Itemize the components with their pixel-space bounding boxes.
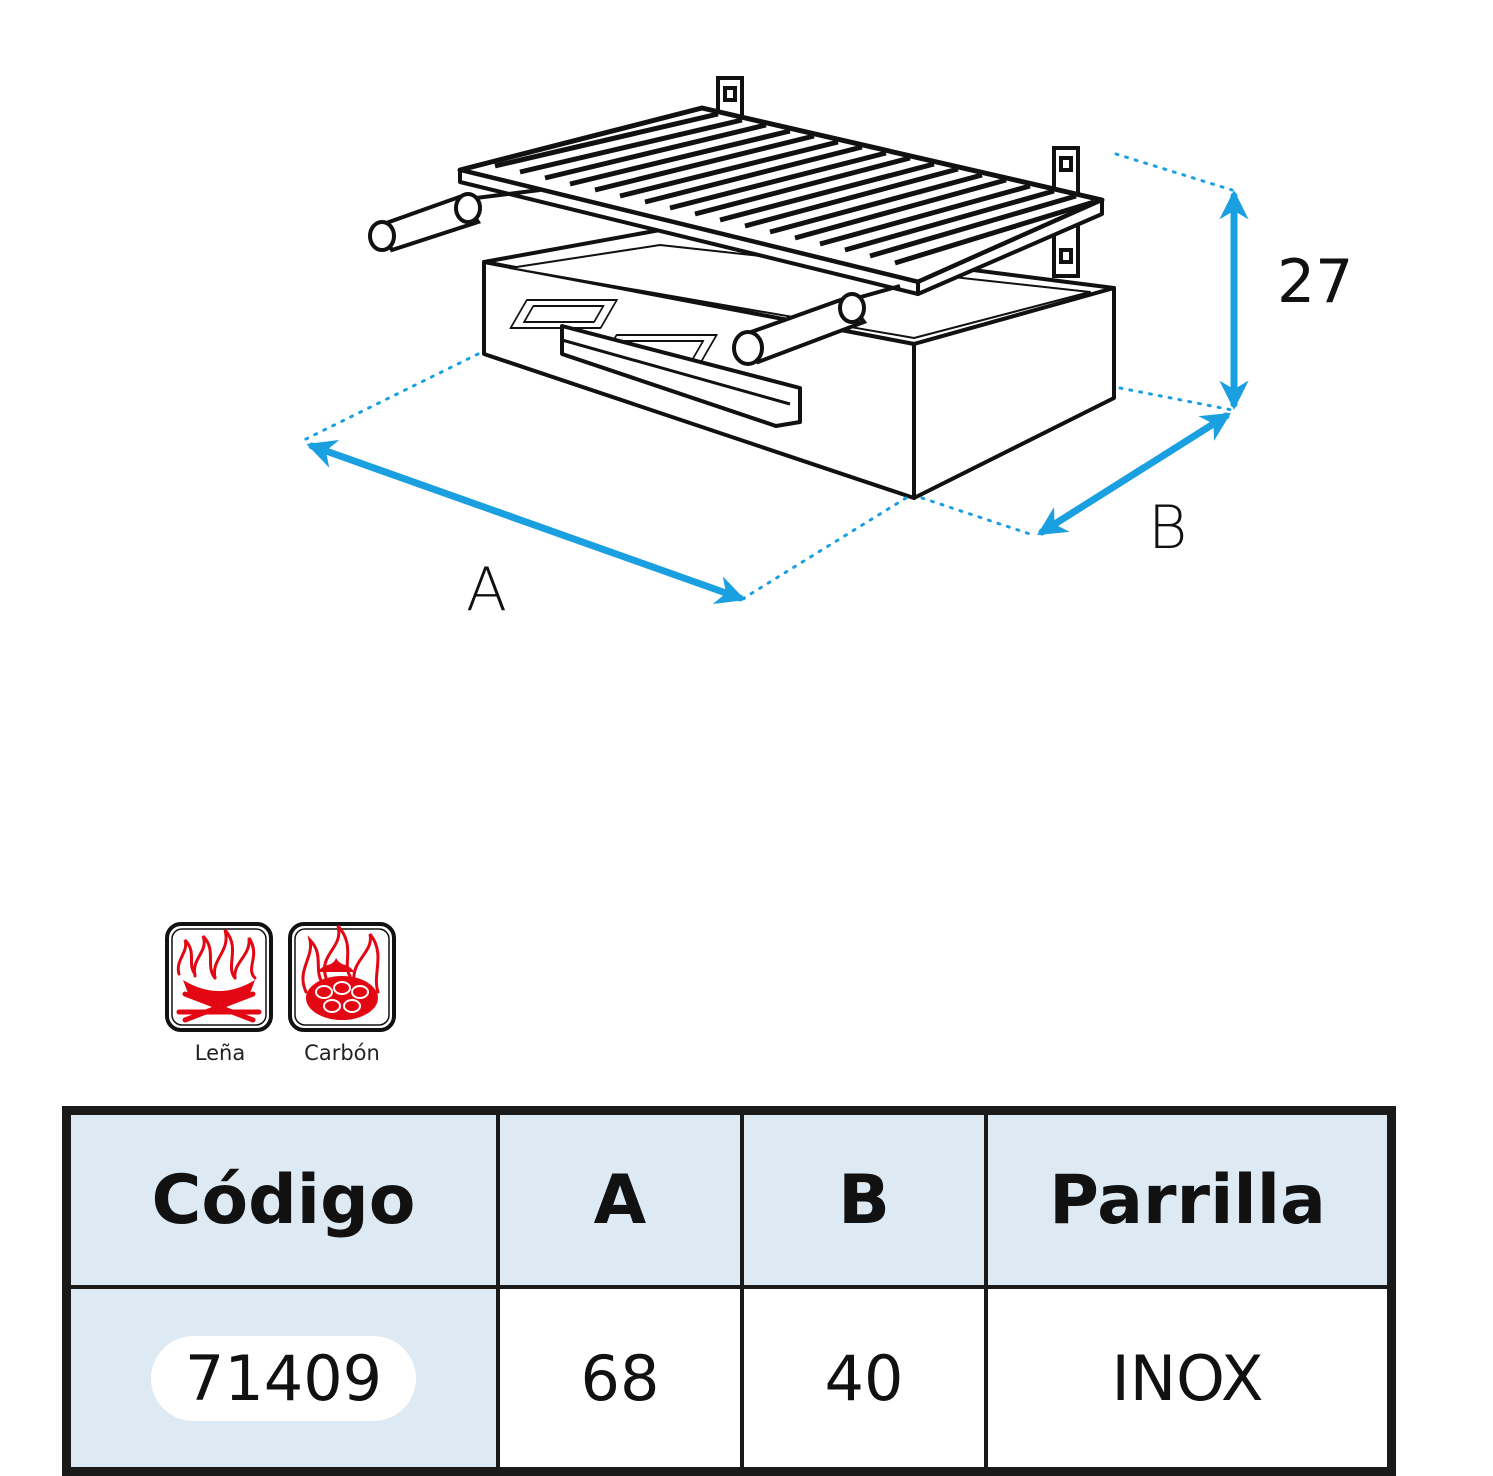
dimension-arrow-a bbox=[306, 440, 746, 604]
cell-parrilla: INOX bbox=[984, 1285, 1394, 1474]
dimension-arrow-b bbox=[1037, 412, 1231, 536]
firewood-flame-icon bbox=[165, 922, 273, 1032]
fire-box bbox=[482, 228, 1116, 500]
grill-handle-left bbox=[368, 188, 541, 253]
width-dimension-label: A bbox=[466, 555, 508, 625]
fuel-type-label-lena: Leña bbox=[194, 1041, 246, 1065]
fuel-type-label-carbon: Carbón bbox=[304, 1041, 380, 1065]
grill-handle-right bbox=[732, 284, 901, 366]
height-dimension-label: 27 bbox=[1277, 247, 1354, 317]
header-b: B bbox=[740, 1108, 988, 1289]
cell-a: 68 bbox=[496, 1285, 744, 1474]
product-code: 71409 bbox=[150, 1335, 417, 1421]
table-row: 71409 68 40 INOX bbox=[64, 1285, 1394, 1474]
extension-lines bbox=[302, 152, 1234, 600]
header-parrilla: Parrilla bbox=[984, 1108, 1394, 1289]
cell-b: 40 bbox=[740, 1285, 988, 1474]
cell-codigo: 71409 bbox=[64, 1285, 500, 1474]
charcoal-flame-icon bbox=[288, 922, 396, 1032]
dimension-arrows bbox=[306, 190, 1249, 604]
depth-dimension-label: B bbox=[1148, 493, 1188, 563]
barbecue-diagram bbox=[302, 76, 1249, 604]
grill-grate bbox=[457, 105, 1105, 296]
table-header-row: Código A B Parrilla bbox=[64, 1108, 1394, 1289]
header-codigo: Código bbox=[64, 1108, 500, 1289]
spec-table: Código A B Parrilla 71409 68 40 INOX bbox=[62, 1106, 1396, 1476]
header-a: A bbox=[496, 1108, 744, 1289]
